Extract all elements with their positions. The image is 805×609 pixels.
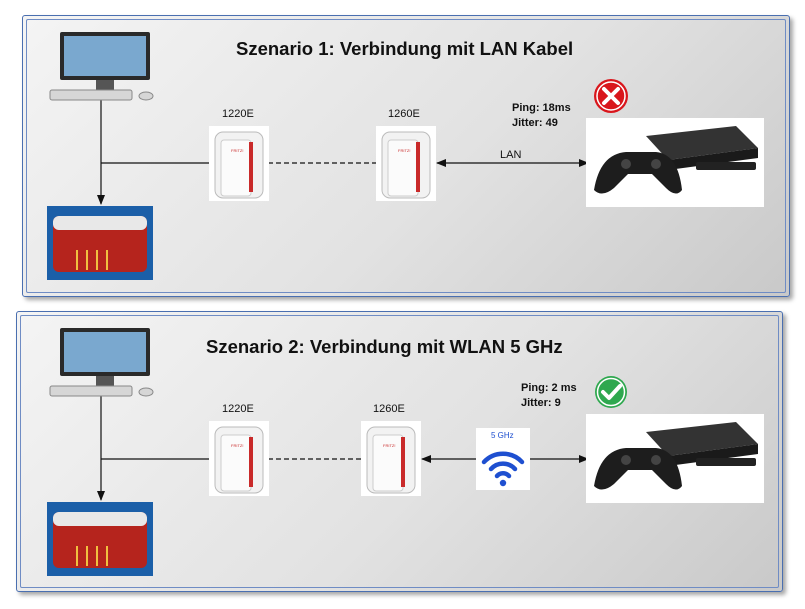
- svg-text:FRITZ!: FRITZ!: [398, 148, 410, 153]
- router-icon: [47, 502, 153, 581]
- svg-text:FRITZ!: FRITZ!: [231, 148, 243, 153]
- check-icon: [594, 375, 628, 414]
- wifi-icon: 5 GHz: [476, 428, 530, 490]
- powerline-adapter-1260e-icon: FRITZ!: [376, 126, 436, 206]
- svg-text:FRITZ!: FRITZ!: [231, 443, 243, 448]
- powerline-adapter-1220e-icon: FRITZ!: [209, 126, 269, 206]
- adapter-1220e-label: 1220E: [222, 403, 254, 415]
- powerline-adapter-1220e-icon: FRITZ!: [209, 421, 269, 501]
- adapter-1220e-label: 1220E: [222, 108, 254, 120]
- error-x-icon: [593, 78, 629, 119]
- adapter-1260e-label: 1260E: [388, 108, 420, 120]
- scenario-1-title: Szenario 1: Verbindung mit LAN Kabel: [236, 38, 574, 59]
- game-console-icon: [586, 414, 764, 508]
- scenario-2-jitter: Jitter: 9: [521, 397, 561, 409]
- scenario-2-title: Szenario 2: Verbindung mit WLAN 5 GHz: [206, 336, 563, 357]
- lan-link-label: LAN: [500, 149, 522, 161]
- scenario-1-ping: Ping: 18ms: [512, 102, 571, 114]
- powerline-adapter-1260e-icon: FRITZ!: [361, 421, 421, 501]
- router-icon: [47, 206, 153, 285]
- adapter-1260e-label: 1260E: [373, 403, 405, 415]
- wifi-band-label: 5 GHz: [491, 431, 514, 440]
- game-console-icon: [586, 118, 764, 212]
- scenario-2-ping: Ping: 2 ms: [521, 382, 577, 394]
- scenario-1-jitter: Jitter: 49: [512, 117, 558, 129]
- desktop-computer-icon: [48, 30, 158, 110]
- svg-text:FRITZ!: FRITZ!: [383, 443, 395, 448]
- desktop-computer-icon: [48, 326, 158, 406]
